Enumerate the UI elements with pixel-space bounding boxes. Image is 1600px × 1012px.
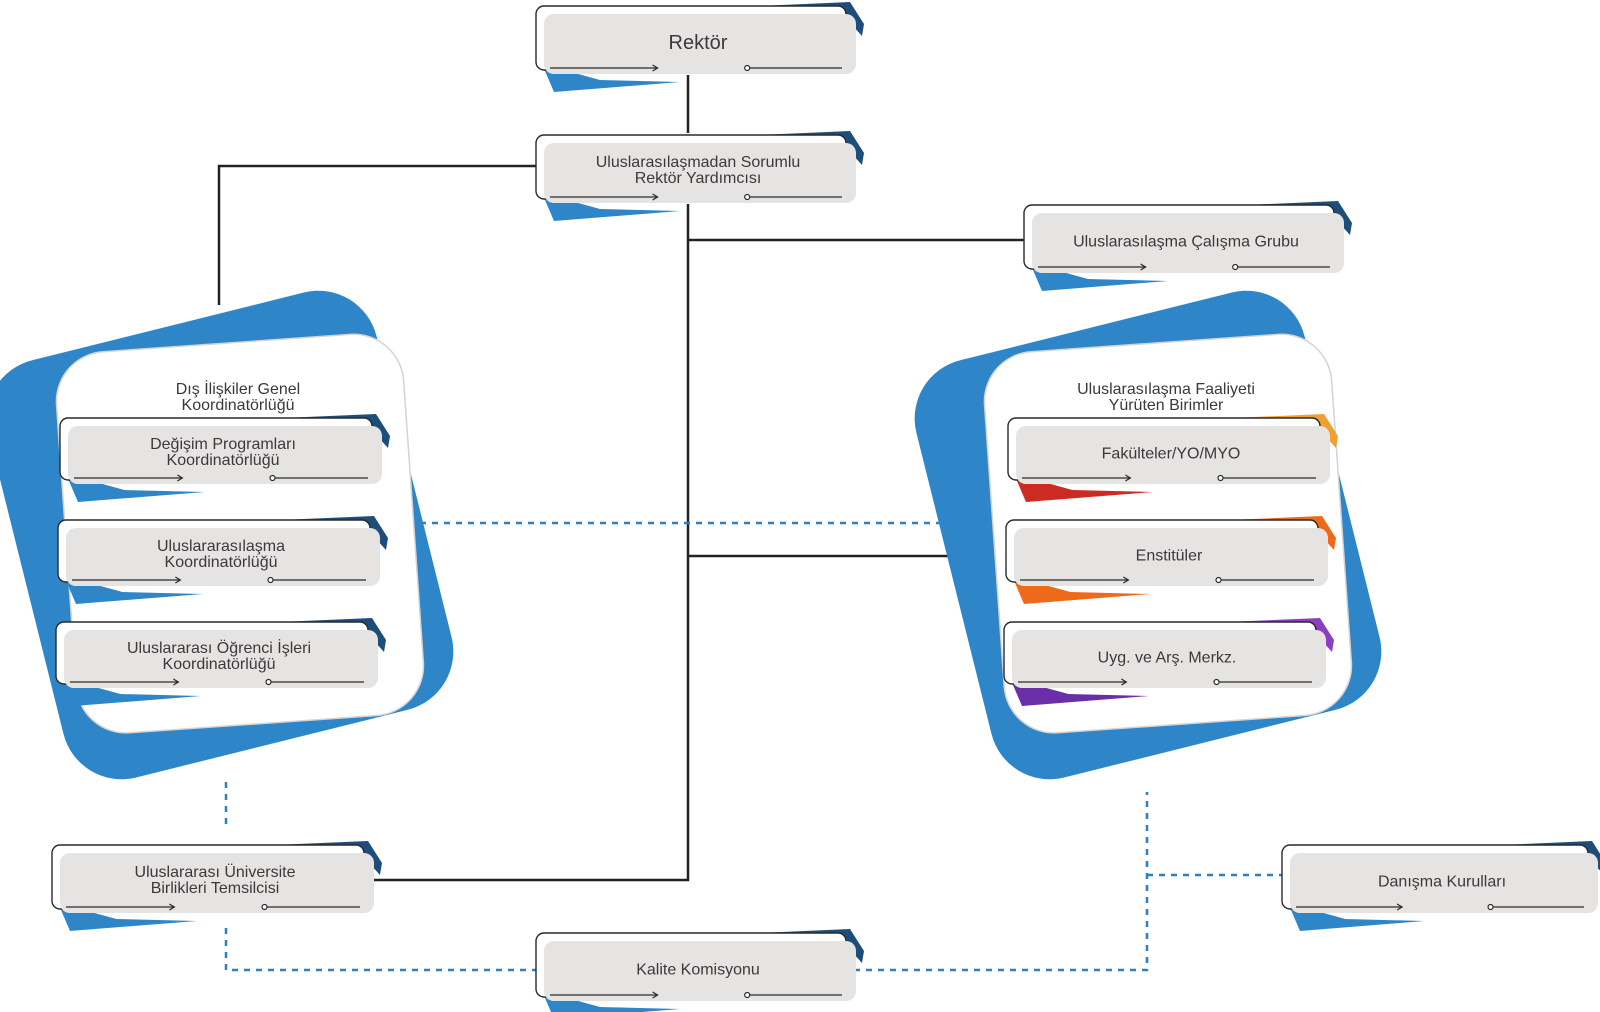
left-group-item-2-label-line-2: Koordinatörlüğü — [165, 554, 278, 571]
left-group-item-1-dot — [269, 474, 276, 482]
right-group-item-3-accent-bottom — [1010, 678, 1149, 706]
quality-commission-box-label: Kalite Komisyonu — [636, 962, 760, 979]
left-group-item-3-dot — [265, 678, 272, 686]
right-group-item-2-label: Enstitüler — [1136, 548, 1203, 565]
right-group-item-2-accent-bottom — [1012, 576, 1151, 604]
working-group-box-accent-bottom — [1030, 263, 1168, 291]
right-group-item-3-dot — [1213, 678, 1220, 686]
right-group-item-2: Enstitüler — [1005, 516, 1336, 604]
rektor-box-dot — [744, 64, 751, 72]
vice-rector-box-dot — [744, 193, 751, 201]
solid-connector-3 — [372, 204, 690, 882]
left-group-item-3-label-line-2: Koordinatörlüğü — [163, 656, 276, 673]
advisory-boards-box-dot — [1487, 903, 1494, 911]
left-group-item-2-label-line-1: Uluslararasılaşma — [157, 538, 285, 555]
left-group-item-1-arrow-head — [177, 474, 184, 482]
right-group-item-1: Fakülteler/YO/MYO — [1007, 414, 1338, 502]
university-unions-box-fill — [60, 853, 374, 913]
left-group-item-1-accent-bottom — [66, 474, 205, 502]
dashed-connector-3 — [224, 928, 536, 972]
left-group-item-3-fill — [64, 630, 378, 688]
rektor-box-fill — [544, 14, 856, 74]
left-group-item-2-arrow-head — [175, 576, 182, 584]
left-group-item-1-label-line-2: Koordinatörlüğü — [167, 452, 280, 469]
quality-commission-box: Kalite Komisyonu — [535, 929, 864, 1012]
right-group-panel-title-line-1: Uluslarasılaşma Faaliyeti — [1077, 381, 1255, 398]
left-group-item-1-fill — [68, 426, 382, 484]
vice-rector-box-fill — [544, 143, 856, 203]
left-group-panel-title-line-2: Koordinatörlüğü — [182, 397, 295, 414]
left-group-item-3-arrow-head — [173, 678, 180, 686]
advisory-boards-box: Danışma Kurulları — [1281, 841, 1600, 931]
right-group-item-3: Uyg. ve Arş. Merkz. — [1003, 618, 1334, 706]
university-unions-box-label-line-2: Birlikleri Temsilcisi — [151, 880, 280, 897]
right-group-item-2-fill — [1014, 528, 1328, 586]
rektor-box-arrow-head — [652, 64, 659, 72]
advisory-boards-box-label: Danışma Kurulları — [1378, 874, 1506, 891]
right-group-item-1-arrow-head — [1125, 474, 1132, 482]
university-unions-box-arrow-head — [169, 903, 176, 911]
left-group-item-2-fill — [66, 528, 380, 586]
vice-rector-box-label-line-1: Uluslarasılaşmadan Sorumlu — [596, 154, 801, 171]
university-unions-box-accent-bottom — [58, 903, 197, 931]
working-group-box-label: Uluslarasılaşma Çalışma Grubu — [1073, 234, 1299, 251]
left-group-item-1-label-line-1: Değişim Programları — [150, 436, 296, 453]
quality-commission-box-fill — [544, 941, 856, 1001]
working-group-box-arrow-head — [1140, 263, 1147, 271]
left-group-item-2-dot — [267, 576, 274, 584]
right-group-item-2-dot — [1215, 576, 1222, 584]
quality-commission-box-arrow-head — [652, 991, 659, 999]
right-group-panel-title-line-2: Yürüten Birimler — [1109, 397, 1224, 414]
rektor-box-label: Rektör — [669, 32, 728, 54]
rektor-box-accent-bottom — [542, 64, 680, 92]
vice-rector-box-label-line-2: Rektör Yardımcısı — [635, 170, 762, 187]
right-group-item-3-fill — [1012, 630, 1326, 688]
right-group-item-1-accent-bottom — [1014, 474, 1153, 502]
university-unions-box-label-line-1: Uluslararası Üniversite — [135, 863, 296, 881]
left-group-panel-title-line-1: Dış İlişkiler Genel — [176, 379, 300, 398]
left-group-item-2-accent-bottom — [64, 576, 203, 604]
solid-connector-2 — [217, 164, 536, 305]
left-group-item-3-accent-bottom — [62, 678, 201, 706]
left-group-item-3-label-line-1: Uluslararası Öğrenci İşleri — [127, 638, 311, 657]
advisory-boards-box-arrow-head — [1396, 903, 1404, 911]
dashed-connector-4 — [854, 792, 1149, 972]
right-group-item-1-fill — [1016, 426, 1330, 484]
right-group-item-3-arrow-head — [1121, 678, 1128, 686]
rektor-box: Rektör — [535, 2, 864, 92]
advisory-boards-box-accent-bottom — [1288, 903, 1425, 931]
right-group-item-1-label: Fakülteler/YO/MYO — [1102, 446, 1241, 463]
right-group-item-3-label: Uyg. ve Arş. Merkz. — [1098, 650, 1237, 667]
vice-rector-box-accent-bottom — [542, 193, 680, 221]
quality-commission-box-accent-bottom — [542, 991, 680, 1012]
left-group-item-3: Uluslararası Öğrenci İşleriKoordinatörlü… — [55, 618, 386, 706]
working-group-box: Uluslarasılaşma Çalışma Grubu — [1023, 201, 1352, 291]
working-group-box-dot — [1232, 263, 1239, 271]
working-group-box-fill — [1032, 213, 1344, 273]
university-unions-box-dot — [261, 903, 268, 911]
connectors — [217, 75, 1282, 972]
advisory-boards-box-fill — [1290, 853, 1598, 913]
right-group-item-2-arrow-head — [1123, 576, 1130, 584]
quality-commission-box-dot — [744, 991, 751, 999]
vice-rector-box-arrow-head — [652, 193, 659, 201]
right-group-item-1-dot — [1217, 474, 1224, 482]
